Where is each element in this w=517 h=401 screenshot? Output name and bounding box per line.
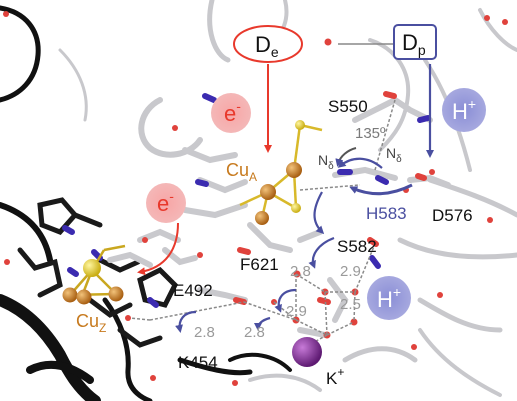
nitrogen-atoms — [62, 93, 431, 308]
kplus-label: K+ — [326, 365, 344, 388]
distance-label-1: 2.8 — [290, 263, 311, 280]
cuz-copper-atom-2 — [76, 289, 92, 305]
distance-labels: 2.8 2.9 2.9 2.5 2.8 2.8 — [194, 263, 361, 341]
cua-sulfur-atom-1 — [291, 203, 301, 213]
cua-sulfur-atom-2 — [295, 120, 305, 130]
proton-arrow-s582 — [313, 191, 325, 235]
electron-arrows — [137, 64, 272, 276]
proton-blob-1: H+ — [442, 88, 486, 132]
oxygen-atoms — [233, 91, 427, 305]
cuz-sulfur-atom — [83, 259, 101, 277]
cua-center — [239, 120, 323, 225]
proton-2-label: H+ — [377, 284, 401, 312]
hydrogen-bonds — [129, 99, 396, 351]
angle-arc — [335, 147, 357, 167]
residue-sticks-dark — [17, 197, 179, 348]
proton-arrow-e492 — [175, 310, 197, 333]
s582-label: S582 — [337, 237, 377, 256]
angle-label: 135º — [355, 125, 386, 142]
potassium-ion — [292, 337, 322, 367]
electron-2-label: e- — [157, 188, 174, 216]
cua-copper-atom-1 — [260, 184, 276, 200]
distance-label-4: 2.5 — [340, 296, 361, 313]
proton-arrows — [175, 64, 434, 333]
residue-labels: CuA CuZ S550 135º Nδ Nδ H583 D576 S582 F… — [76, 97, 473, 388]
cua-label: CuA — [226, 160, 257, 184]
cuz-copper-atom-1 — [62, 287, 78, 303]
distance-label-2: 2.9 — [340, 263, 361, 280]
nd2-label: Nδ — [386, 145, 402, 165]
proton-1-label: H+ — [452, 96, 476, 124]
protein-ribbons-dark — [0, 5, 292, 401]
proton-arrow-h583 — [349, 183, 413, 196]
donor-e-label: De — [255, 32, 279, 60]
nd1-label: Nδ — [318, 152, 334, 172]
electron-blob-2: e- — [146, 183, 186, 223]
donor-p-box: Dp — [393, 24, 437, 60]
h583-label: H583 — [366, 204, 407, 223]
f621-label: F621 — [240, 255, 279, 274]
water-molecules — [3, 11, 508, 386]
electron-1-label: e- — [224, 98, 241, 126]
proton-arrow-f621 — [308, 236, 335, 269]
cuz-label: CuZ — [76, 311, 106, 335]
cuz-cluster — [62, 244, 126, 305]
donor-p-label: Dp — [402, 30, 426, 58]
d576-label: D576 — [432, 206, 473, 225]
electron-blob-1: e- — [211, 93, 251, 133]
donor-e-box: De — [233, 25, 303, 63]
cuz-copper-atom-3 — [108, 286, 124, 302]
e492-label: E492 — [173, 281, 213, 300]
distance-label-6: 2.8 — [244, 324, 265, 341]
proton-arrow-nd — [337, 157, 383, 169]
proton-arrow-kplus — [254, 316, 271, 331]
cua-copper-atom-2 — [286, 162, 302, 178]
distance-label-5: 2.8 — [194, 324, 215, 341]
s550-label: S550 — [328, 97, 368, 116]
proton-blob-2: H+ — [367, 276, 411, 320]
cua-copper-atom-3 — [255, 211, 269, 225]
k454-label: K454 — [178, 353, 218, 372]
electron-arrow-curve — [137, 222, 179, 276]
distance-label-3: 2.9 — [286, 303, 307, 320]
proton-arrow-center — [274, 288, 297, 313]
